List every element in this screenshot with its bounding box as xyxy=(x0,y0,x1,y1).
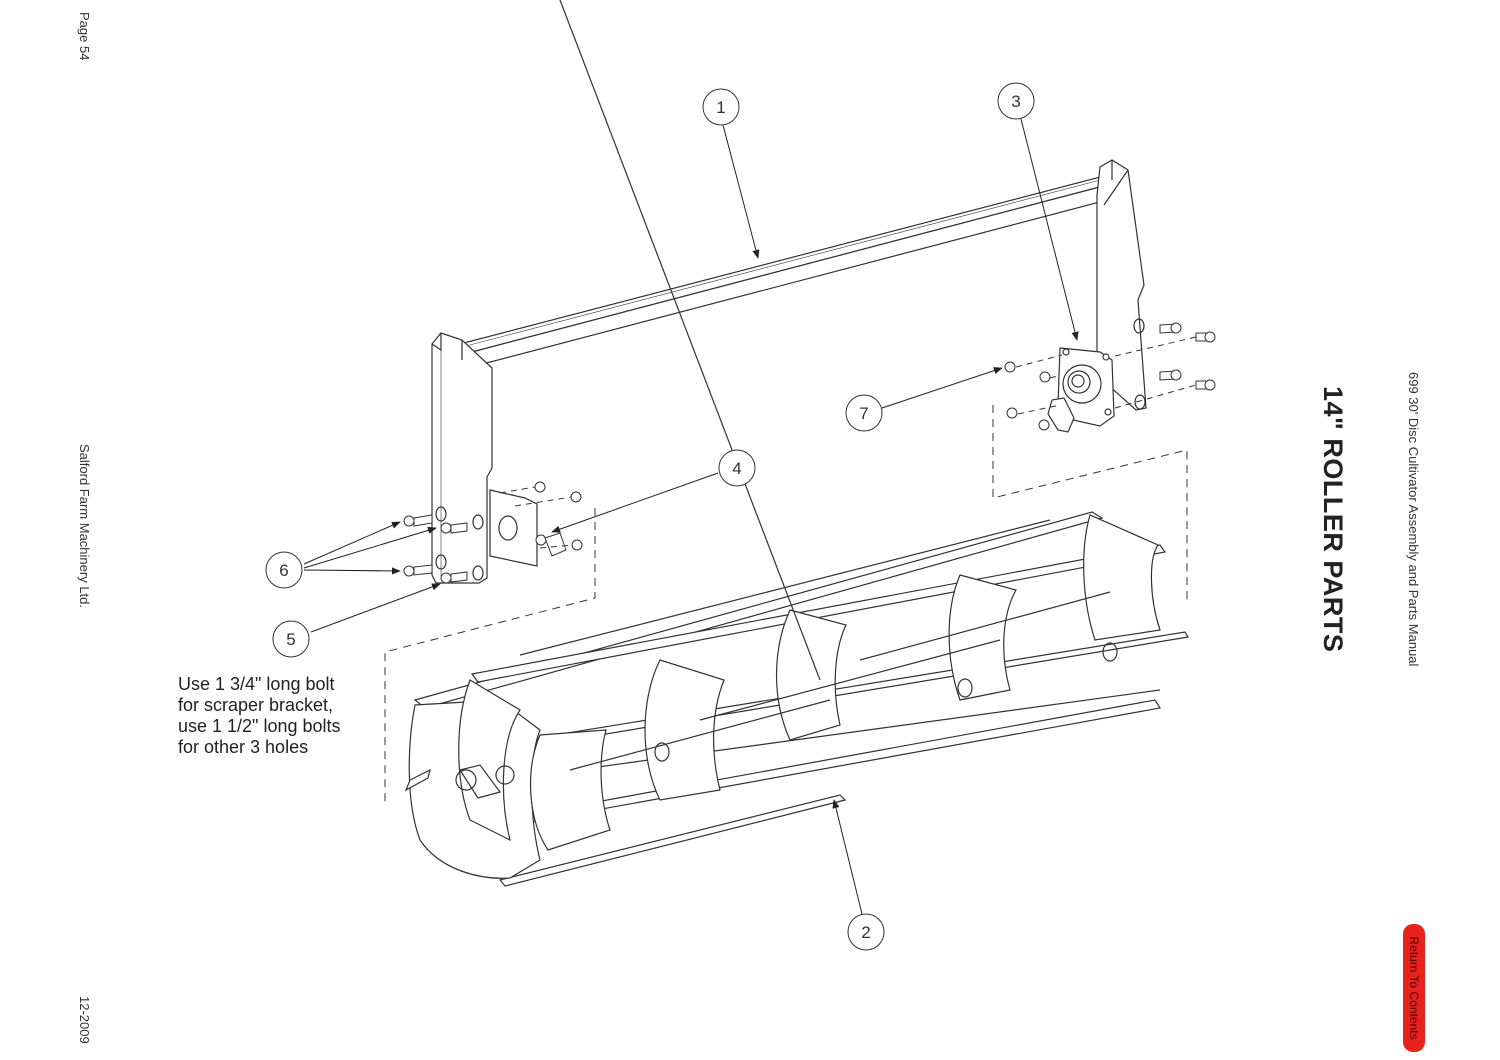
bolt-length-note: Use 1 3/4" long bolt for scraper bracket… xyxy=(178,674,341,758)
svg-text:6: 6 xyxy=(279,561,288,580)
bearing-flange xyxy=(1047,347,1115,433)
note-line: use 1 1/2" long bolts xyxy=(178,716,341,736)
note-line: for scraper bracket, xyxy=(178,695,334,715)
svg-text:7: 7 xyxy=(859,404,868,423)
callout-6: 6 xyxy=(265,551,303,589)
roller-frame xyxy=(431,159,1147,584)
callout-1: 1 xyxy=(702,88,740,126)
svg-text:3: 3 xyxy=(1011,92,1020,111)
svg-text:5: 5 xyxy=(286,630,295,649)
callout-7: 7 xyxy=(845,394,883,432)
leader-lines xyxy=(303,118,1079,915)
alignment-lines xyxy=(384,405,1188,802)
note-line: Use 1 3/4" long bolt xyxy=(178,674,335,694)
right-hardware xyxy=(1004,322,1216,431)
svg-text:4: 4 xyxy=(732,459,741,478)
callout-2: 2 xyxy=(847,913,885,951)
roller-drum xyxy=(404,0,1189,887)
svg-text:2: 2 xyxy=(861,923,870,942)
note-line: for other 3 holes xyxy=(178,737,309,757)
left-hardware xyxy=(403,481,583,584)
callout-3: 3 xyxy=(997,82,1035,120)
svg-text:1: 1 xyxy=(716,98,725,117)
callout-5: 5 xyxy=(272,620,310,658)
callout-4: 4 xyxy=(718,449,756,487)
